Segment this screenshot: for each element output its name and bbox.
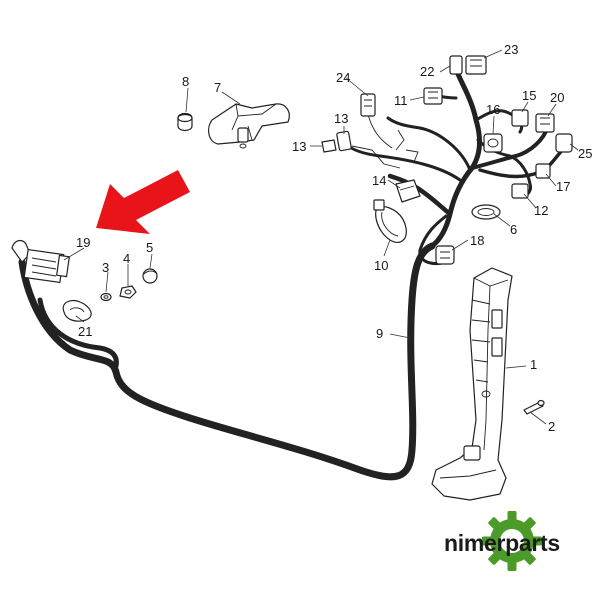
connector-19 xyxy=(11,239,70,283)
label-part-23: 23 xyxy=(504,42,518,57)
label-part-19: 19 xyxy=(76,235,90,250)
connector-25 xyxy=(555,133,573,153)
label-part-20: 20 xyxy=(550,90,564,105)
label-part-9: 9 xyxy=(376,326,383,341)
connector-18 xyxy=(435,245,455,265)
label-part-25: 25 xyxy=(578,146,592,161)
screw-2 xyxy=(523,399,545,415)
bracket-7 xyxy=(208,103,290,149)
part-labels: 1 2 3 4 5 6 7 8 9 10 11 12 13 13 14 15 1… xyxy=(76,42,592,434)
label-part-12: 12 xyxy=(534,203,548,218)
watermark-brand-text: nimerparts xyxy=(444,530,560,556)
connector-20 xyxy=(535,113,555,133)
connector-22 xyxy=(449,55,463,75)
connector-16 xyxy=(483,133,503,153)
cable-tie-10 xyxy=(373,199,407,243)
gear-icon xyxy=(482,511,542,571)
connector-14 xyxy=(395,179,421,203)
washer-3 xyxy=(100,292,112,302)
connector-24 xyxy=(360,93,376,117)
highlight-arrow xyxy=(96,170,190,234)
label-part-16: 16 xyxy=(486,102,500,117)
label-part-17: 17 xyxy=(556,179,570,194)
label-part-24: 24 xyxy=(336,70,350,85)
connector-13-left xyxy=(321,139,337,153)
label-part-21: 21 xyxy=(78,324,92,339)
label-part-2: 2 xyxy=(548,419,555,434)
label-part-8: 8 xyxy=(182,74,189,89)
label-part-1: 1 xyxy=(530,357,537,372)
clip-21 xyxy=(62,299,92,322)
connector-15 xyxy=(511,109,529,127)
nut-4 xyxy=(119,285,137,299)
label-part-22: 22 xyxy=(420,64,434,79)
main-harness xyxy=(18,242,436,481)
label-part-14: 14 xyxy=(372,173,386,188)
connector-11 xyxy=(423,87,443,105)
label-part-11: 11 xyxy=(394,93,408,108)
grommet-8 xyxy=(177,112,193,132)
label-part-13-left: 13 xyxy=(292,139,306,154)
connector-13-right xyxy=(336,130,352,152)
leader-lines xyxy=(63,49,579,425)
cap-5 xyxy=(142,268,158,284)
label-part-13-upper: 13 xyxy=(334,111,348,126)
label-part-10: 10 xyxy=(374,258,388,273)
label-part-7: 7 xyxy=(214,80,221,95)
clamp-6 xyxy=(471,204,501,220)
label-part-6: 6 xyxy=(510,222,517,237)
label-part-18: 18 xyxy=(470,233,484,248)
label-part-4: 4 xyxy=(123,251,130,266)
connector-23 xyxy=(465,55,487,75)
label-part-5: 5 xyxy=(146,240,153,255)
label-part-3: 3 xyxy=(102,260,109,275)
bracket-1 xyxy=(431,267,513,501)
label-part-15: 15 xyxy=(522,88,536,103)
